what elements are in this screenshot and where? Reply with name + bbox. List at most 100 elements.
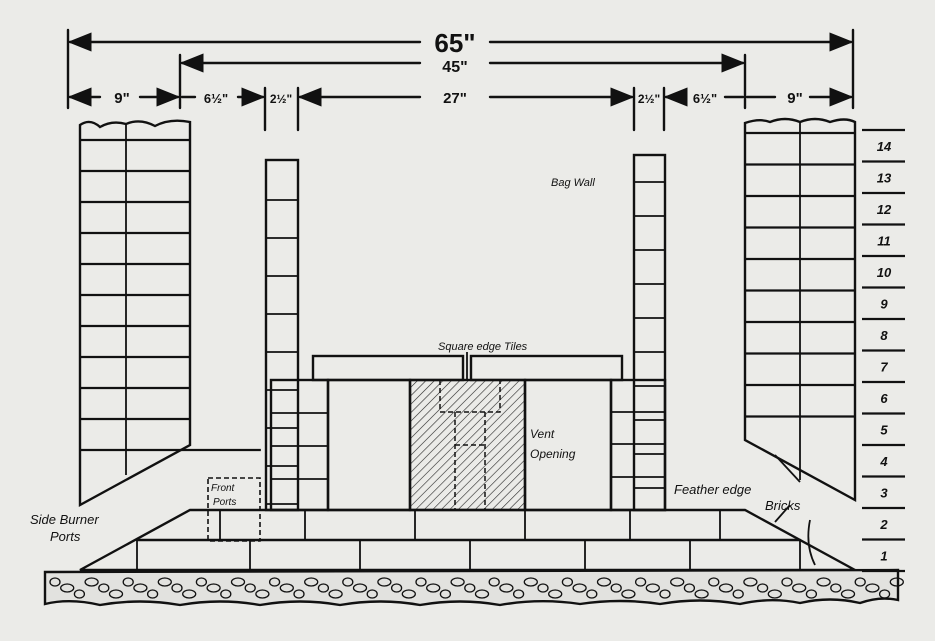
rubble-stone	[415, 577, 427, 587]
rubble-stone	[659, 589, 671, 599]
dim-right-bag-wall: 2½"	[638, 92, 660, 106]
rubble-stone	[108, 589, 124, 599]
tile-left	[311, 354, 465, 382]
rubble-stone	[255, 589, 270, 599]
course-number: 12	[877, 202, 892, 217]
rubble-stone	[206, 583, 221, 593]
rubble-stone	[49, 577, 61, 587]
rubble-stone	[537, 583, 549, 593]
rubble-stone	[464, 583, 476, 593]
label-vent-2: Opening	[530, 447, 576, 461]
rubble-stone	[830, 583, 842, 593]
rubble-stone	[523, 577, 538, 587]
course-number: 13	[877, 171, 892, 186]
rubble-stone	[708, 577, 720, 587]
base-brick-courses	[79, 508, 856, 572]
label-vent-1: Vent	[530, 427, 555, 441]
feather-edge-pointers	[774, 454, 816, 566]
course-number: 11	[877, 234, 891, 249]
label-feather-edge-2: Bricks	[765, 498, 801, 513]
rubble-stone	[694, 589, 709, 599]
dim-center: 27"	[443, 90, 467, 107]
rubble-stone	[596, 577, 612, 587]
rubble-stone	[488, 577, 500, 587]
rubble-stone	[304, 577, 319, 587]
rubble-stone	[634, 577, 647, 587]
course-number: 2	[879, 517, 888, 532]
right-outer-wall	[743, 117, 857, 503]
rubble-stone	[499, 583, 514, 593]
course-number: 9	[880, 297, 888, 312]
rubble-stone	[146, 589, 159, 599]
course-number: 6	[880, 391, 888, 406]
label-square-edge-tiles: Square edge Tiles	[438, 341, 528, 353]
rubble-stone	[683, 583, 696, 593]
rubble-stone	[293, 589, 305, 599]
rubble-stone	[586, 589, 598, 599]
dimension-lines	[66, 28, 855, 132]
rubble-stone	[450, 577, 465, 587]
rubble-stone	[230, 577, 246, 587]
label-side-burner-ports-2: Ports	[50, 529, 81, 544]
rubble-stone	[805, 589, 818, 599]
rubble-stone	[756, 583, 769, 593]
course-number: 14	[877, 139, 892, 154]
rubble-stone	[60, 583, 75, 593]
course-number: 4	[879, 454, 888, 469]
rubble-stone	[816, 577, 831, 587]
rubble-stone	[548, 589, 563, 599]
tile-right	[469, 354, 624, 382]
rubble-stone	[840, 589, 856, 599]
rubble-foundation	[43, 568, 904, 607]
rubble-stone	[157, 577, 172, 587]
rubble-stone	[268, 577, 281, 587]
rubble-stone	[171, 583, 183, 593]
rubble-stone	[352, 583, 368, 593]
rubble-stone	[244, 583, 256, 593]
course-number: 8	[880, 328, 888, 343]
dim-overall: 65"	[434, 28, 475, 58]
rubble-stone	[220, 589, 232, 599]
label-feather-edge-1: Feather edge	[674, 482, 751, 497]
rubble-stone	[767, 589, 782, 599]
rubble-stone	[122, 577, 134, 587]
rubble-stone	[621, 589, 636, 599]
dim-right-wall: 9"	[787, 90, 802, 107]
rubble-stone	[73, 589, 86, 599]
course-number: 3	[880, 486, 888, 501]
dim-left-bag-wall: 2½"	[270, 92, 292, 106]
rubble-stone	[865, 583, 880, 593]
course-number: 5	[880, 423, 888, 438]
rubble-stone	[512, 589, 525, 599]
rubble-stone	[84, 577, 99, 587]
rubble-stone	[98, 583, 110, 593]
course-number: 1	[880, 549, 887, 564]
rubble-stone	[792, 583, 807, 593]
rubble-stone	[854, 577, 866, 587]
course-number: 10	[877, 265, 892, 280]
rubble-stone	[670, 577, 685, 587]
rubble-stone	[366, 589, 378, 599]
rubble-stone	[401, 589, 416, 599]
dim-right-gap: 6½"	[693, 91, 717, 106]
rubble-stone	[133, 583, 148, 593]
rubble-stone	[781, 577, 793, 587]
rubble-stone	[342, 577, 354, 587]
rubble-stone	[377, 577, 392, 587]
label-side-burner-ports-1: Side Burner	[30, 512, 99, 527]
dim-left-wall: 9"	[114, 90, 129, 107]
rubble-stone	[426, 583, 441, 593]
rubble-stone	[195, 577, 208, 587]
left-outer-wall	[78, 119, 261, 508]
rubble-stone	[561, 577, 574, 587]
rubble-stone	[439, 589, 452, 599]
rubble-stone	[182, 589, 197, 599]
rubble-stone	[743, 577, 758, 587]
dim-left-gap: 6½"	[204, 91, 228, 106]
rubble-stone	[645, 583, 660, 593]
right-bag-wall	[632, 153, 667, 512]
rubble-stone	[718, 583, 734, 593]
rubble-stone	[889, 577, 904, 587]
rubble-stone	[317, 583, 330, 593]
